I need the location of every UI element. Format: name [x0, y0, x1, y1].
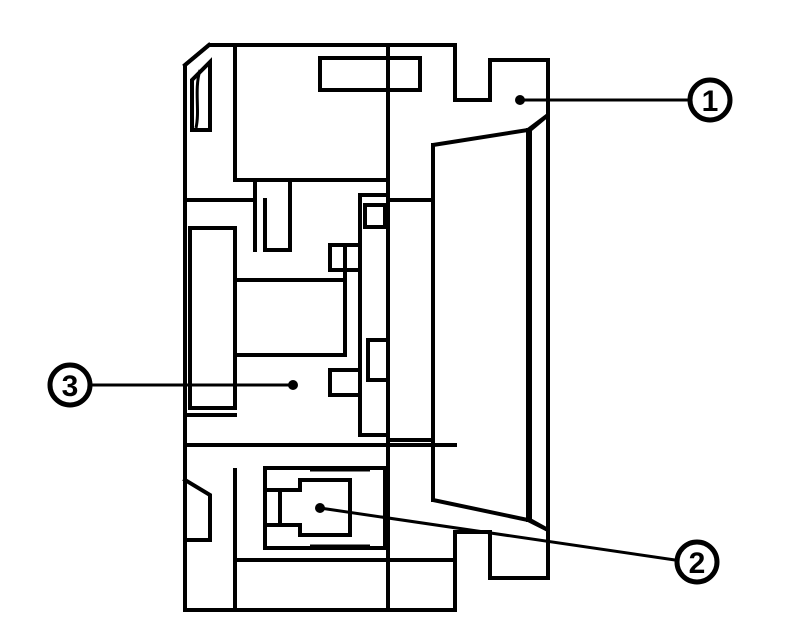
callout-1: 1 [687, 77, 733, 123]
leader-dot-2 [315, 503, 325, 513]
callout-2-label: 2 [689, 547, 706, 580]
left-clip [182, 57, 212, 542]
right-knob [431, 111, 550, 534]
inner-core [233, 178, 390, 397]
leader-dot-3 [288, 380, 298, 390]
connector [263, 466, 387, 550]
side-tab [183, 178, 292, 417]
flange [358, 193, 435, 442]
callout-2: 2 [674, 539, 720, 585]
housing-body [182, 42, 550, 612]
leader-dot-1 [515, 95, 525, 105]
callout-1-label: 1 [702, 85, 719, 118]
leader-lines [90, 95, 690, 562]
callout-3-label: 3 [62, 370, 79, 403]
callout-3: 3 [47, 362, 93, 408]
